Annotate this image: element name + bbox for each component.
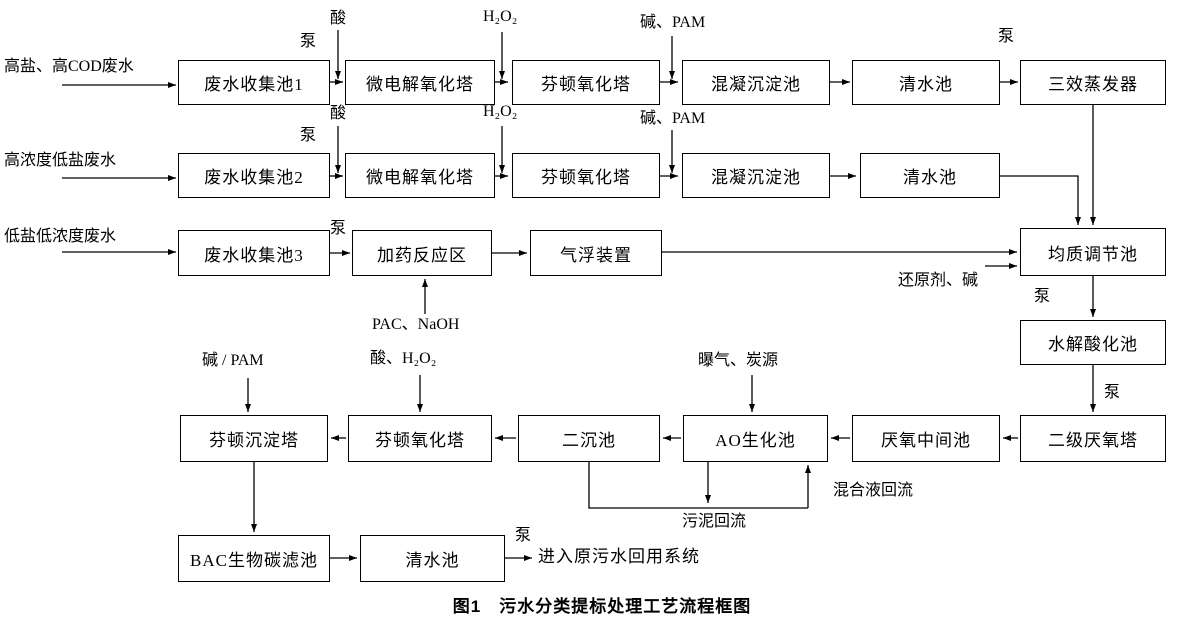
pump-label-hydrolysis-out: 泵: [1104, 384, 1121, 401]
reuse-system-label: 进入原污水回用系统: [538, 547, 700, 566]
aeration-carbon-label: 曝气、炭源: [698, 352, 779, 369]
node-fenton-tower-1: 芬顿氧化塔: [512, 60, 660, 105]
node-fenton-tower-2: 芬顿氧化塔: [512, 153, 660, 198]
pump-label-r2: 泵: [300, 127, 317, 144]
node-coagulation-1: 混凝沉淀池: [682, 60, 830, 105]
node-fenton-tower-3: 芬顿氧化塔: [348, 415, 492, 462]
sludge-reflux-label: 污泥回流: [682, 513, 747, 530]
stream-label-high-salt-cod: 高盐、高COD废水: [4, 58, 134, 75]
h2o2-label-r1: H₂O₂: [483, 8, 518, 25]
node-ao-bio-pool: AO生化池: [683, 415, 828, 462]
node-micro-electrolysis-2: 微电解氧化塔: [345, 153, 495, 198]
pump-label-r3: 泵: [330, 220, 347, 237]
node-hydrolysis-pool: 水解酸化池: [1020, 320, 1166, 365]
acid-label-r2: 酸: [330, 105, 347, 122]
node-bac-filter: BAC生物碳滤池: [178, 535, 330, 582]
alkali-pam-label-r2: 碱、PAM: [640, 110, 706, 127]
node-collect-pool-1: 废水收集池1: [178, 60, 330, 105]
acid-h2o2-label: 酸、H₂O₂: [370, 350, 437, 367]
pump-label-equalize-out: 泵: [1034, 288, 1051, 305]
node-clear-pool-1: 清水池: [852, 60, 1000, 105]
node-fenton-settle-tower: 芬顿沉淀塔: [180, 415, 328, 462]
pump-label-r1b: 泵: [998, 28, 1015, 45]
node-collect-pool-3: 废水收集池3: [178, 230, 330, 276]
node-secondary-settle: 二沉池: [518, 415, 660, 462]
node-dosing-zone: 加药反应区: [352, 230, 492, 276]
pac-naoh-label: PAC、NaOH: [372, 316, 460, 333]
node-coagulation-2: 混凝沉淀池: [682, 153, 830, 198]
mixed-liquor-reflux-label: 混合液回流: [833, 482, 914, 499]
pump-label-r1a: 泵: [300, 33, 317, 50]
alkali-pam-label-r1: 碱、PAM: [640, 14, 706, 31]
node-anaerobic-tower: 二级厌氧塔: [1020, 415, 1166, 462]
stream-label-low-salt-low-conc: 低盐低浓度废水: [4, 228, 117, 245]
acid-label-r1: 酸: [330, 10, 347, 27]
stream-label-high-conc-low-salt: 高浓度低盐废水: [4, 152, 117, 169]
node-micro-electrolysis-1: 微电解氧化塔: [345, 60, 495, 105]
node-equalization-pool: 均质调节池: [1020, 228, 1166, 276]
node-anaerobic-mid-pool: 厌氧中间池: [852, 415, 1000, 462]
node-collect-pool-2: 废水收集池2: [178, 153, 330, 198]
node-clear-pool-2: 清水池: [860, 153, 1000, 198]
reducer-alkali-label: 还原剂、碱: [898, 272, 979, 289]
node-evaporator: 三效蒸发器: [1020, 60, 1166, 105]
h2o2-label-r2: H₂O₂: [483, 103, 518, 120]
node-air-flotation: 气浮装置: [530, 230, 662, 276]
pump-label-bottom: 泵: [515, 527, 532, 544]
figure-caption: 图1 污水分类提标处理工艺流程框图: [452, 597, 752, 616]
alkali-slash-pam-label: 碱 / PAM: [202, 352, 264, 369]
node-clear-pool-3: 清水池: [360, 535, 505, 582]
